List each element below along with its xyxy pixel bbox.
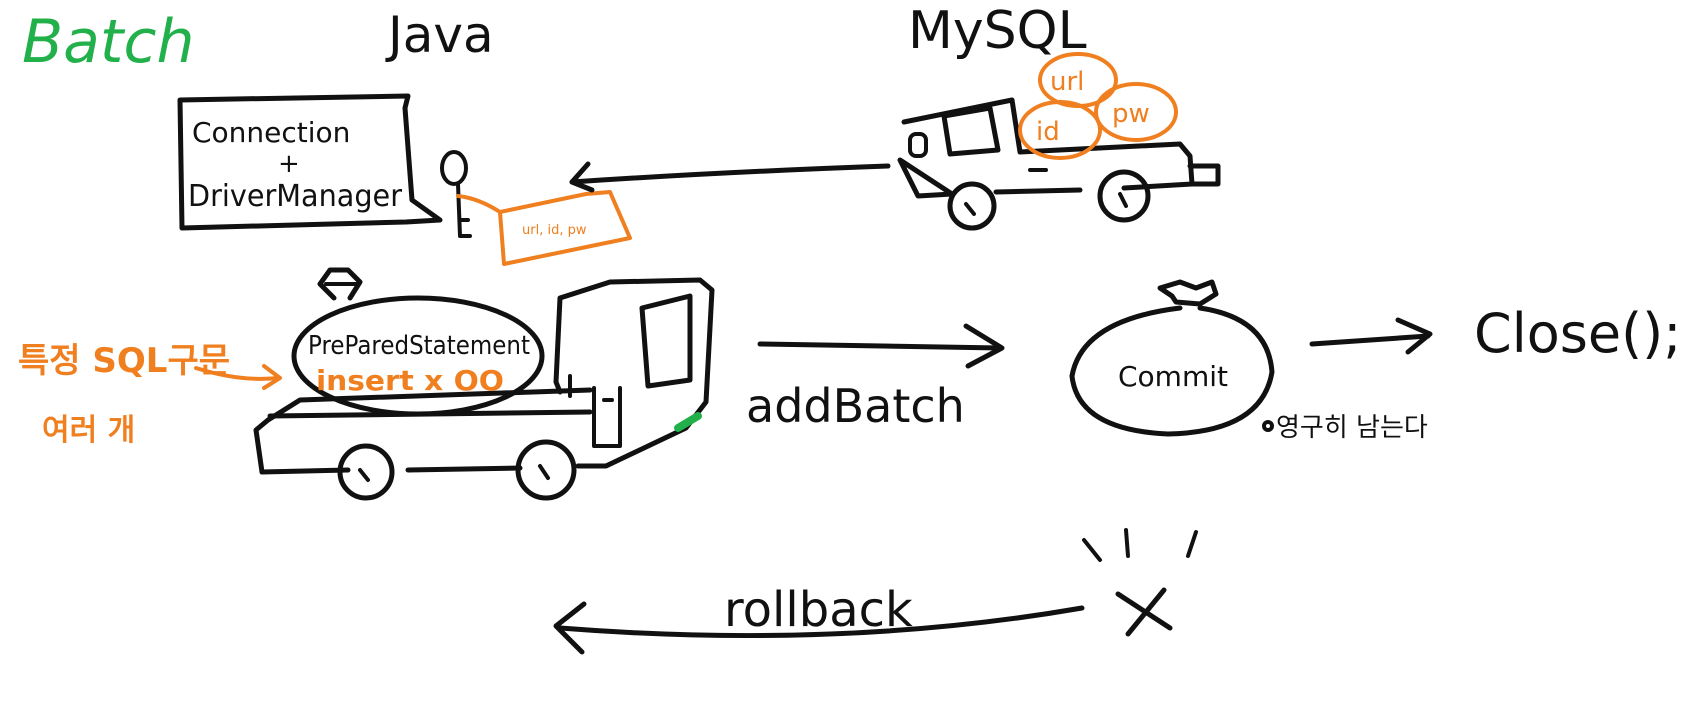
java-label: Java: [385, 6, 494, 64]
sign-line-connection: Connection: [192, 116, 350, 149]
close-label: Close();: [1474, 302, 1681, 365]
key-icon: [440, 150, 472, 238]
commit-label: Commit: [1118, 360, 1228, 393]
diagram-title: Batch: [22, 7, 194, 77]
x-mark-icon: [1082, 528, 1198, 637]
sign-line-drivermanager: DriverManager: [188, 179, 403, 214]
tank-sub: insert x OO: [316, 364, 504, 397]
sign-plus: +: [278, 149, 300, 179]
cargo-url: url: [1050, 67, 1084, 97]
side-note: 특정 SQL구문 여러 개: [18, 341, 282, 448]
rollback-arrow: rollback: [553, 582, 1085, 655]
rollback-label: rollback: [724, 582, 913, 638]
credentials-tag: url, id, pw: [456, 190, 632, 266]
arrow-mysql-to-java: [569, 161, 891, 193]
mysql-cargo: url id pw: [1018, 52, 1178, 160]
close-arrow: Close();: [1309, 302, 1681, 365]
side-note-line1: 특정 SQL구문: [18, 341, 230, 381]
truck-icon: [897, 97, 1221, 231]
add-batch-label: addBatch: [746, 379, 965, 433]
cargo-pw: pw: [1112, 99, 1150, 129]
java-sign: Connection + DriverManager: [177, 93, 443, 231]
commit-note: 영구히 남는다: [1276, 413, 1428, 443]
add-batch-arrow: addBatch: [746, 323, 1005, 433]
mysql-label: MySQL: [908, 1, 1087, 61]
money-bag-icon: Commit 영구히 남는다: [1069, 279, 1428, 443]
lid-handle-icon: [317, 267, 363, 301]
side-note-line2: 여러 개: [42, 413, 135, 448]
cargo-id: id: [1036, 117, 1060, 147]
tank-label: PreParedStatement: [308, 331, 530, 361]
tag-text: url, id, pw: [522, 223, 587, 238]
batch-truck: PreParedStatement insert x OO: [253, 267, 715, 501]
